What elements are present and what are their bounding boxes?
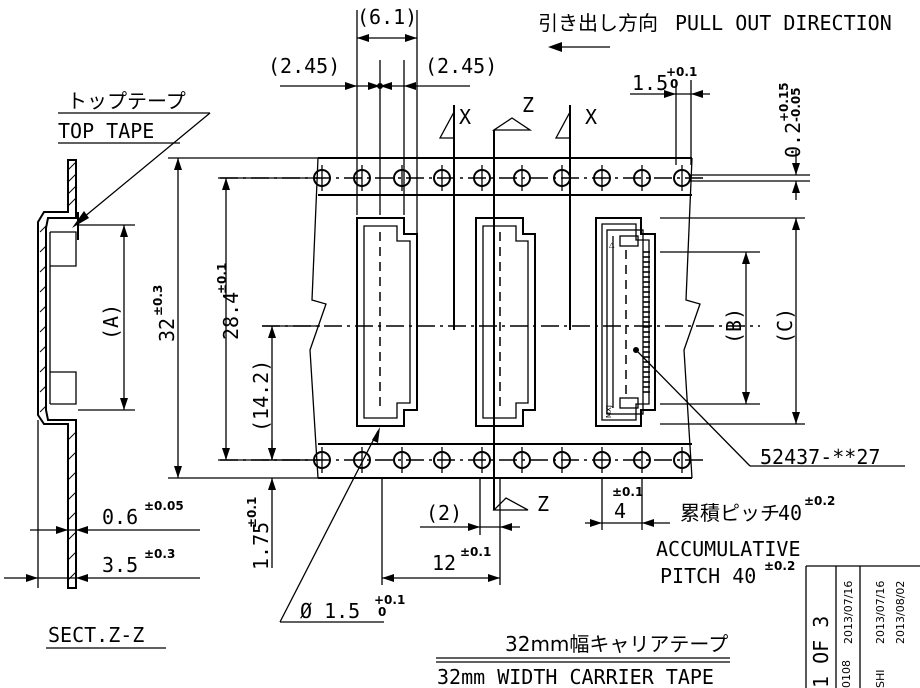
dim-28-4: 28.4 <box>219 292 243 340</box>
top-tape-jp: トップテープ <box>67 89 186 113</box>
part-number: 52437-**27 <box>760 445 880 469</box>
accumulative-jp: 累積ピッチ <box>680 501 780 525</box>
carrier-tape-en: 32mm WIDTH CARRIER TAPE <box>437 665 714 688</box>
dim-2-lines <box>420 478 520 535</box>
dim-0-6-tol: ±0.05 <box>144 499 184 513</box>
dim-6-1: (6.1) <box>357 5 417 29</box>
dim-28-4-tol: ±0.1 <box>215 263 229 294</box>
dim-1-75: 1.75 <box>249 522 273 570</box>
title-date-3: 2013/08/02 <box>894 581 907 644</box>
dim-32-lines <box>168 157 320 479</box>
dim-1-75-lines <box>262 440 320 568</box>
title-date-1: 2013/07/16 <box>842 581 855 644</box>
section-mark-z-top-label: Z <box>522 93 534 117</box>
section-mark-x-right <box>554 105 571 330</box>
dim-2: (2) <box>426 501 462 525</box>
dim-32-tol: ±0.3 <box>151 285 165 316</box>
dim-4-lines <box>585 478 670 530</box>
dim-0-2-lines <box>690 150 810 200</box>
connector-mark-bottom: MXJ <box>605 405 613 418</box>
direction-en: PULL OUT DIRECTION <box>675 11 892 35</box>
part-number-leader <box>635 349 905 467</box>
dim-2-45-left: (2.45) <box>268 54 340 78</box>
dim-32-group: 32 ±0.3 <box>151 285 179 342</box>
section-z-z-view <box>37 159 79 589</box>
sprocket-holes <box>313 165 691 473</box>
top-tape-en: TOP TAPE <box>58 119 154 143</box>
dim-0-2-tol-plus: +0.15 <box>777 82 791 122</box>
connector-mark-top: △ <box>609 241 615 249</box>
dim-1-75-group: 1.75 ±0.1 <box>245 497 273 570</box>
dim-2-45-lines <box>280 60 470 215</box>
dim-4: 4 <box>614 499 626 523</box>
section-mark-z-top <box>491 117 533 510</box>
title-block: 1 OF 3 0108 2013/07/16 2013/07/16 2013/0… <box>805 565 920 688</box>
dim-3-5-tol: ±0.3 <box>144 547 175 561</box>
hole-leader <box>279 427 384 623</box>
dim-1-5-tol-plus: +0.1 <box>666 65 697 79</box>
dim-28-4-group: 28.4 ±0.1 <box>215 263 243 340</box>
dim-1-75-tol: ±0.1 <box>245 497 259 528</box>
dim-12: 12 <box>432 551 456 575</box>
hole-dia-tol-plus: +0.1 <box>374 593 405 607</box>
dim-1-5-lines <box>630 80 710 165</box>
dim-3-5-lines <box>4 420 200 588</box>
accumulative-en1: ACCUMULATIVE <box>656 537 801 561</box>
hole-dia-tol-minus: 0 <box>378 605 386 619</box>
dim-a-lines <box>78 224 135 411</box>
direction-jp: 引き出し方向 <box>538 11 658 35</box>
accumulative-tol: ±0.2 <box>804 494 835 508</box>
carrier-tape <box>220 157 760 479</box>
dim-c: (C) <box>773 308 797 344</box>
title-code: 0108 <box>840 660 853 688</box>
dim-12-tol: ±0.1 <box>460 545 491 559</box>
dim-0-2: 0.2 <box>781 122 805 158</box>
top-tape-leader <box>58 112 211 228</box>
title-date-2: 2013/07/16 <box>874 581 887 644</box>
section-mark-x-right-label: X <box>585 105 597 129</box>
section-mark-z-bottom <box>492 497 529 511</box>
dim-4-tol: ±0.1 <box>612 485 643 499</box>
dim-b: (B) <box>722 308 746 344</box>
carrier-tape-jp: 32mm幅キャリアテープ <box>505 632 728 656</box>
accumulative-en2: PITCH 40 <box>660 564 756 588</box>
dim-0-2-group: 0.2 +0.15 -0.05 <box>777 82 805 158</box>
dim-1-5: 1.5 <box>632 71 668 95</box>
dim-0-6: 0.6 <box>102 505 138 529</box>
dim-6-1-lines <box>356 10 418 240</box>
section-mark-x-left-label: X <box>459 105 471 129</box>
direction-arrow <box>548 42 610 52</box>
dim-3-5: 3.5 <box>102 553 138 577</box>
dim-b-lines <box>660 251 760 405</box>
section-label: SECT.Z-Z <box>48 623 144 647</box>
dim-0-6-lines <box>30 424 200 540</box>
pocket-right-with-connector: △ MXJ <box>595 217 656 427</box>
dim-c-lines <box>660 217 805 425</box>
dim-1-5-tol-minus: 0 <box>670 77 678 91</box>
dim-2-45-right: (2.45) <box>425 54 497 78</box>
dim-32: 32 <box>155 318 179 342</box>
dim-0-2-tol-minus: -0.05 <box>789 87 803 122</box>
section-mark-z-bottom-label: Z <box>537 492 549 516</box>
accumulative-val: 40 <box>778 501 802 525</box>
pocket-left <box>356 217 418 427</box>
dim-a: (A) <box>99 304 123 340</box>
hole-dia: Ø 1.5 <box>300 599 360 623</box>
section-mark-x-left <box>438 105 455 330</box>
pocket-middle <box>475 217 536 427</box>
dim-14-2: (14.2) <box>249 360 273 432</box>
title-sheet: 1 OF 3 <box>809 616 833 688</box>
dim-12-lines <box>381 478 501 585</box>
title-name: SHI <box>874 670 887 688</box>
accumulative-en2-tol: ±0.2 <box>764 559 795 573</box>
